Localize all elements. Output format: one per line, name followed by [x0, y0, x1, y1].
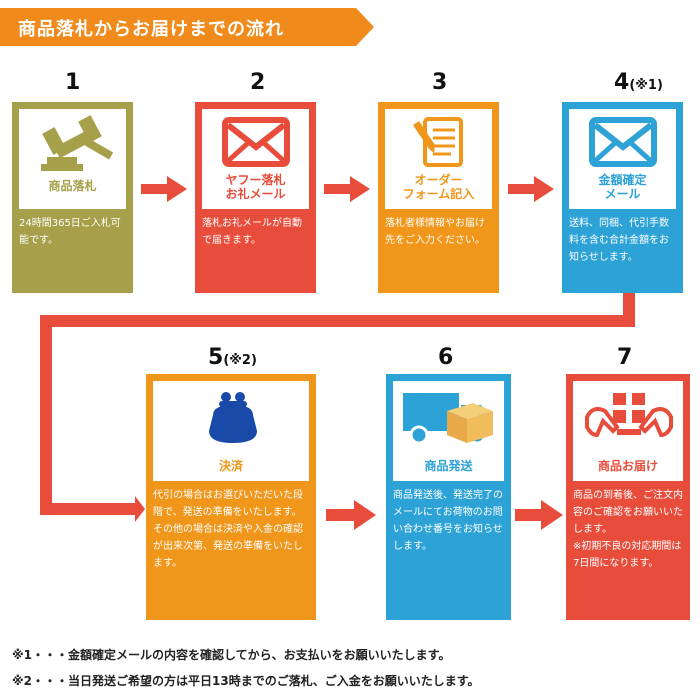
step-card-6-label: 商品発送: [424, 459, 473, 473]
step-card-4-description: 送料、同梱、代引手数料を含む合計金額をお知らせします。: [562, 209, 683, 293]
step-card-4-header: 金額確定メール: [562, 102, 683, 209]
step-number-5: 5(※2): [208, 345, 257, 370]
step-card-2: ヤフー落札お礼メール 落札お礼メールが自動で届きます。: [195, 102, 316, 293]
flow-arrow: [326, 500, 376, 530]
delivery-truck-icon: [403, 393, 493, 445]
step-card-3-description: 落札者様情報やお届け先をご入力ください。: [378, 209, 499, 293]
auction-gavel-icon: [41, 115, 114, 171]
step-number-3: 3: [432, 70, 448, 95]
connector-line: [40, 315, 52, 515]
connector-arrow-tip: [135, 496, 145, 522]
step-card-5-label: 決済: [218, 459, 243, 473]
step-card-7-header: 商品お届け: [566, 374, 690, 481]
coin-purse-icon: [209, 392, 257, 443]
step-card-3-header: オーダーフォーム記入: [378, 102, 499, 209]
step-number-4: 4(※1): [614, 70, 663, 95]
step-card-5: 決済 代引の場合はお選びいただいた段階で、発送の準備をいたします。 その他の場合…: [146, 374, 316, 620]
step-number-1: 1: [65, 70, 81, 95]
step-card-2-description: 落札お礼メールが自動で届きます。: [195, 209, 316, 293]
step-card-1-description: 24時間365日ご入札可能です。: [12, 209, 133, 293]
flow-arrow: [508, 176, 554, 202]
header-banner: 商品落札からお届けまでの流れ: [0, 8, 374, 46]
order-form-pencil-icon: [413, 117, 463, 167]
step-card-7-description: 商品の到着後、ご注文内容のご確認をお願いいたします。 ※初期不良の対応期間は7日…: [566, 481, 690, 620]
step-number-2: 2: [250, 70, 266, 95]
step-card-7: 商品お届け 商品の到着後、ご注文内容のご確認をお願いいたします。 ※初期不良の対…: [566, 374, 690, 620]
flow-arrow: [324, 176, 370, 202]
step-card-6-header: 商品発送: [386, 374, 511, 481]
mail-envelope-icon: [589, 117, 657, 167]
step-card-3: オーダーフォーム記入 落札者様情報やお届け先をご入力ください。: [378, 102, 499, 293]
flow-arrow: [515, 500, 563, 530]
footnote-2: ※2・・・当日発送ご希望の方は平日13時までのご落札、ご入金をお願いいたします。: [12, 674, 480, 688]
footnote-1: ※1・・・金額確定メールの内容を確認してから、お支払いをお願いいたします。: [12, 648, 451, 662]
page-title: 商品落札からお届けまでの流れ: [18, 19, 284, 40]
step-card-2-label: ヤフー落札お礼メール: [225, 173, 286, 201]
flow-arrow: [141, 176, 187, 202]
step-card-4: 金額確定メール 送料、同梱、代引手数料を含む合計金額をお知らせします。: [562, 102, 683, 293]
step-card-3-label: オーダーフォーム記入: [402, 173, 475, 201]
step-card-2-header: ヤフー落札お礼メール: [195, 102, 316, 209]
header-ribbon-shape: [0, 8, 374, 46]
connector-line: [40, 315, 635, 327]
step-card-7-label: 商品お届け: [597, 459, 658, 473]
step-card-5-description: 代引の場合はお選びいただいた段階で、発送の準備をいたします。 その他の場合は決済…: [146, 481, 316, 620]
mail-envelope-icon: [222, 117, 290, 167]
step-card-6: 商品発送 商品発送後、発送完了のメールにてお荷物のお問い合わせ番号をお知らせしま…: [386, 374, 511, 620]
step-card-1: 商品落札 24時間365日ご入札可能です。: [12, 102, 133, 293]
hands-gift-icon: [585, 393, 673, 438]
step-number-6: 6: [438, 345, 454, 370]
connector-line: [40, 503, 136, 515]
step-card-6-description: 商品発送後、発送完了のメールにてお荷物のお問い合わせ番号をお知らせします。: [386, 481, 511, 620]
step-card-4-label: 金額確定メール: [598, 173, 647, 201]
step-card-1-label: 商品落札: [48, 179, 97, 193]
step-card-5-header: 決済: [146, 374, 316, 481]
step-number-7: 7: [617, 345, 633, 370]
step-card-1-header: 商品落札: [12, 102, 133, 209]
